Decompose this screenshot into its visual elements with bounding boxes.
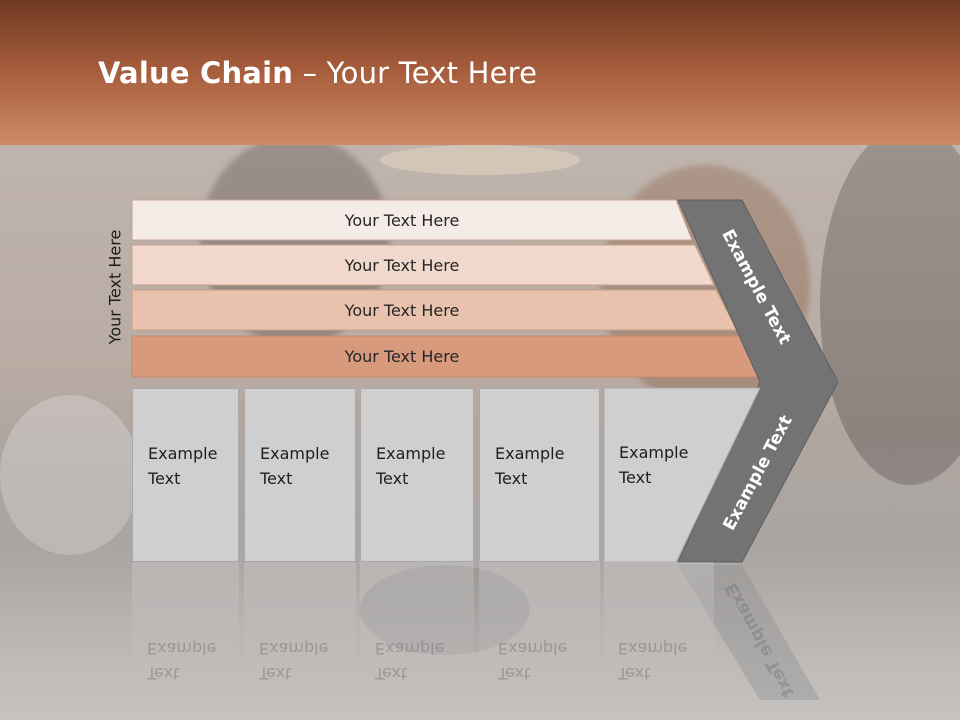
title-bar: Value Chain – Your Text Here <box>0 0 960 145</box>
row-label-4[interactable]: Your Text Here <box>344 346 460 366</box>
chevron-reflection <box>678 565 820 700</box>
reflection-1 <box>132 562 239 682</box>
chevron-shape <box>677 199 839 563</box>
vertical-side-label: Your Text Here <box>105 229 125 345</box>
row-label-2[interactable]: Your Text Here <box>344 255 460 275</box>
slide-title: Value Chain – Your Text Here <box>98 56 538 90</box>
row-label-1[interactable]: Your Text Here <box>344 210 460 230</box>
reflection-2 <box>244 562 356 682</box>
box5-shape <box>603 387 761 563</box>
row-shape-2 <box>131 244 715 286</box>
row-shape-1 <box>131 199 693 241</box>
reflection-3 <box>360 562 474 682</box>
row-label-3[interactable]: Your Text Here <box>344 300 460 320</box>
reflection-5 <box>604 562 714 682</box>
reflection-4 <box>479 562 600 682</box>
